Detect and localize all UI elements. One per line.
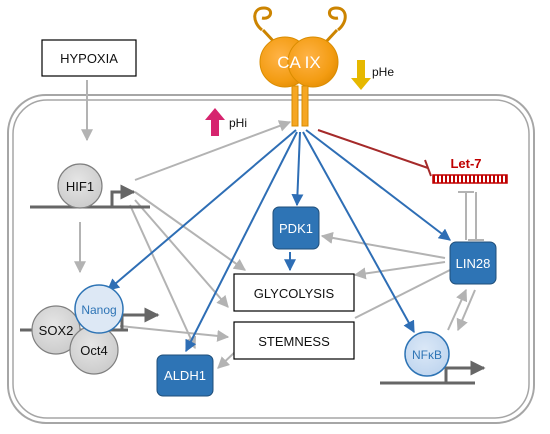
- arrow-nanog-to-stemness: [119, 325, 230, 342]
- arrow-lin28-to-pdk1: [320, 231, 446, 259]
- svg-text:PDK1: PDK1: [279, 221, 313, 236]
- arrow-caix-to-pdk1: [291, 131, 304, 207]
- svg-text:SOX2: SOX2: [39, 323, 74, 338]
- let7-node: Let-7: [432, 156, 508, 184]
- arrow-lin28-to-glycolysis: [353, 261, 446, 280]
- arrow-caix-to-aldh1: [185, 131, 298, 353]
- aldh1-node: ALDH1: [156, 354, 214, 397]
- nfkb-node: NFκB: [380, 331, 486, 385]
- ph-intracellular-indicator: pHi: [205, 108, 247, 136]
- hif1-node: HIF1: [30, 163, 150, 209]
- caix-transmembrane-left: [291, 85, 299, 127]
- glycolysis-node: GLYCOLYSIS: [233, 273, 355, 312]
- stemness-node: STEMNESS: [233, 321, 355, 360]
- sox2-node: SOX2: [31, 305, 81, 355]
- oct4-node: Oct4: [69, 325, 119, 375]
- svg-text:STEMNESS: STEMNESS: [258, 334, 330, 349]
- svg-text:Oct4: Oct4: [80, 343, 107, 358]
- caix-tail-left: [253, 6, 272, 32]
- let7-rna-strand: [432, 174, 508, 184]
- svg-text:GLYCOLYSIS: GLYCOLYSIS: [254, 286, 335, 301]
- nanog-node: Nanog: [74, 284, 124, 334]
- lin28-node: LIN28: [449, 241, 497, 285]
- pdk1-node: PDK1: [272, 206, 320, 250]
- caix-label: CA IX: [277, 53, 320, 72]
- arrow-hif1-to-glycolysis: [134, 191, 246, 271]
- arrow-lin28-to-nfkb: [456, 289, 476, 332]
- arrow-hif1-to-caix: [134, 120, 292, 181]
- svg-text:HYPOXIA: HYPOXIA: [60, 51, 118, 66]
- arrow-nfkb-to-lin28: [447, 288, 468, 331]
- caix-inhibits-let7: [317, 129, 432, 177]
- phe-label: pHe: [372, 65, 394, 79]
- caix-activation-arrows: [107, 129, 451, 353]
- hypoxia-node: HYPOXIA: [41, 39, 137, 77]
- phi-label: pHi: [229, 116, 247, 130]
- svg-text:ALDH1: ALDH1: [164, 368, 206, 383]
- svg-text:Nanog: Nanog: [81, 303, 116, 317]
- svg-text:Let-7: Let-7: [450, 156, 481, 171]
- caix-transmembrane-right: [301, 85, 309, 127]
- caix-enzyme: CA IX: [253, 6, 347, 127]
- ph-extracellular-indicator: pHe: [351, 60, 394, 90]
- svg-text:LIN28: LIN28: [456, 256, 491, 271]
- let7-lin28-inhibition: [458, 191, 484, 241]
- cell-membrane-inner: [12, 99, 530, 419]
- caix-tail-right: [328, 6, 347, 32]
- arrow-caix-to-lin28: [305, 129, 451, 241]
- arrow-stemness-to-aldh1: [217, 351, 236, 369]
- arrow-hif1-to-stemness-a: [134, 199, 229, 308]
- hif1-promoter-arrow: [110, 184, 136, 207]
- nfkb-promoter-arrow: [444, 360, 486, 383]
- svg-text:NFκB: NFκB: [412, 348, 442, 362]
- arrow-down-icon: [351, 60, 371, 90]
- grey-arrows: [74, 80, 476, 369]
- arrow-up-icon: [205, 108, 225, 136]
- pluripotency-complex: SOX2 Oct4 Nanog: [20, 284, 160, 375]
- arrow-hif1-to-aldh1: [129, 204, 196, 350]
- svg-text:HIF1: HIF1: [66, 179, 94, 194]
- arrow-caix-to-nanog: [107, 129, 297, 291]
- arrow-caix-to-nfkb: [302, 131, 415, 334]
- cell-membrane-outer: [7, 94, 535, 424]
- caix-domain-right: [287, 36, 339, 88]
- arrow-lin28-to-stemness: [354, 269, 451, 319]
